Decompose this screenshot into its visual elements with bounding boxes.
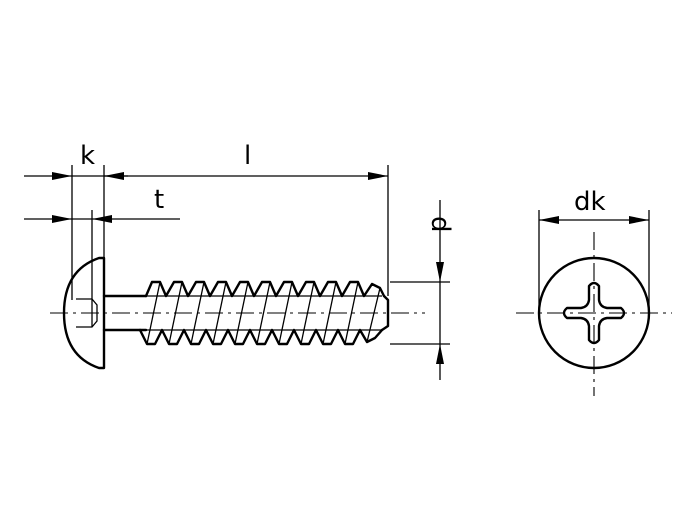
screw-end-view: dk xyxy=(516,187,672,396)
dim-dk-arrow-right xyxy=(629,216,649,224)
screw-point xyxy=(380,294,390,332)
dim-t-arrow-left xyxy=(52,215,72,223)
label-l: l xyxy=(244,141,251,171)
dim-t-arrow-right xyxy=(92,215,112,223)
thread-top-profile xyxy=(144,280,386,298)
thread-bottom-profile xyxy=(138,328,384,346)
dim-d-arrow-bottom xyxy=(436,344,444,364)
phillips-recess xyxy=(562,281,626,345)
thread-flanks xyxy=(146,281,381,345)
label-d: d xyxy=(425,216,455,233)
label-t: t xyxy=(154,185,164,215)
head-circle xyxy=(537,256,651,370)
dim-d-arrow-top xyxy=(436,262,444,282)
screw-side-view: k l t d xyxy=(24,141,455,380)
dim-l-arrow-right xyxy=(368,172,388,180)
screw-head xyxy=(62,256,106,370)
label-k: k xyxy=(80,141,95,171)
label-dk: dk xyxy=(574,187,606,217)
head-recess xyxy=(76,298,98,328)
dim-dk-arrow-left xyxy=(539,216,559,224)
dim-k-arrow-left xyxy=(52,172,72,180)
